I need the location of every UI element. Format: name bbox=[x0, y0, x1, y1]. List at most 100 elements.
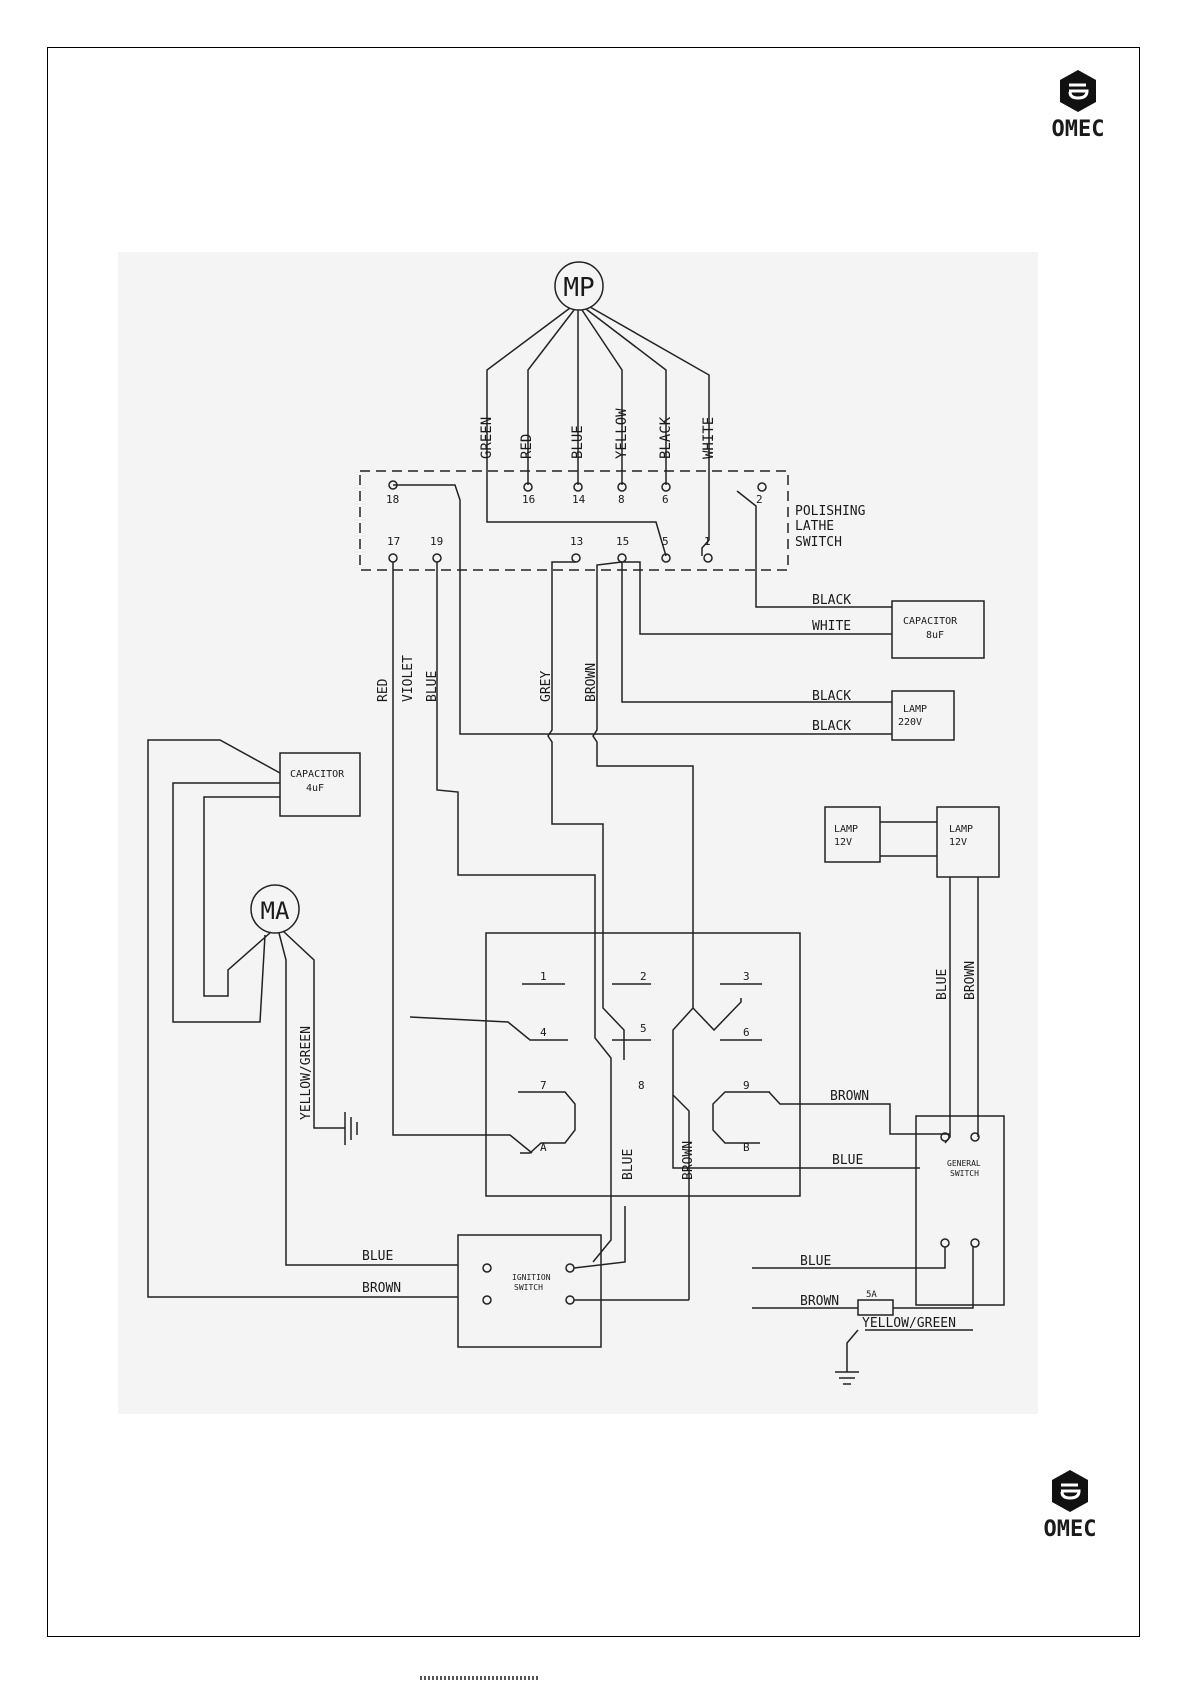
label-white-cap8: WHITE bbox=[812, 619, 851, 634]
wire-blue-selector-to-ignition bbox=[436, 562, 612, 1263]
label-blue: BLUE bbox=[570, 425, 586, 459]
label-green: GREEN bbox=[479, 417, 495, 459]
label-mains-earth: YELLOW/GREEN bbox=[862, 1316, 956, 1331]
logo-text: OMEC bbox=[1044, 1517, 1097, 1542]
label-fuse-5a: 5A bbox=[866, 1290, 877, 1300]
terminal-label-2: 2 bbox=[756, 493, 763, 506]
label-blue-mid: BLUE bbox=[425, 671, 440, 702]
selector-label-5: 5 bbox=[640, 1022, 647, 1035]
general-switch-label-2: SWITCH bbox=[950, 1169, 979, 1178]
ignition-terminal-2 bbox=[482, 1295, 492, 1305]
fuse-5a-icon bbox=[857, 1299, 894, 1316]
wire-red-to-selector-a bbox=[392, 562, 533, 1154]
wire-violet-to-terminal-4 bbox=[409, 1016, 568, 1041]
selector-switch-box bbox=[485, 932, 801, 1197]
lamp-220v-label-1: LAMP bbox=[903, 704, 927, 715]
label-blue-lamp: BLUE bbox=[935, 969, 950, 1000]
lathe-switch-label-2: LATHE bbox=[795, 519, 834, 534]
selector-label-3: 3 bbox=[743, 970, 750, 983]
polishing-lathe-switch-box bbox=[359, 470, 789, 571]
lathe-switch-label-1: POLISHING bbox=[795, 504, 866, 519]
lathe-terminal-6 bbox=[661, 482, 671, 492]
terminal-label-8: 8 bbox=[618, 493, 625, 506]
selector-label-2: 2 bbox=[640, 970, 647, 983]
label-brown-selector: BROWN bbox=[681, 1141, 696, 1180]
mp-wire-black bbox=[585, 308, 667, 485]
wire-yellow-green-to-earth bbox=[282, 930, 345, 1129]
label-yellow: YELLOW bbox=[614, 408, 630, 459]
label-violet-mid: VIOLET bbox=[401, 655, 416, 702]
general-terminal-1 bbox=[940, 1132, 950, 1142]
logo-mark-icon bbox=[1068, 83, 1089, 100]
mp-wire-white bbox=[589, 306, 710, 556]
label-red: RED bbox=[519, 434, 535, 459]
wire-capacitor-4uf-to-ma-b bbox=[203, 796, 280, 997]
capacitor-4uf-box bbox=[279, 752, 361, 817]
label-brown-to-general: BROWN bbox=[830, 1089, 869, 1104]
general-switch-label-1: GENERAL bbox=[947, 1159, 981, 1168]
terminal-label-18: 18 bbox=[386, 493, 399, 506]
lathe-terminal-14 bbox=[573, 482, 583, 492]
wire-blue-lamp-to-general bbox=[944, 877, 951, 1144]
label-brown-ignition: BROWN bbox=[362, 1281, 401, 1296]
ignition-switch-label-2: SWITCH bbox=[514, 1283, 543, 1292]
earth-ground-icon bbox=[344, 1112, 358, 1145]
selector-label-b: B bbox=[743, 1141, 750, 1154]
mains-blue-wire bbox=[752, 1247, 946, 1269]
terminal-label-5: 5 bbox=[662, 535, 669, 548]
terminal-label-15: 15 bbox=[616, 535, 629, 548]
lamp-12v-b-label-1: LAMP bbox=[949, 824, 973, 835]
wire-brown-to-selector-6-ignition bbox=[592, 561, 742, 1300]
label-mains-brown: BROWN bbox=[800, 1294, 839, 1309]
logo-mark-icon bbox=[1060, 1483, 1081, 1500]
mp-motor-circle bbox=[554, 261, 604, 311]
lathe-terminal-1 bbox=[703, 553, 713, 563]
label-black-cap8: BLACK bbox=[812, 593, 851, 608]
lamp-220v-label-2: 220V bbox=[898, 717, 922, 728]
label-yellow-green-ma: YELLOW/GREEN bbox=[299, 1026, 314, 1120]
label-brown-lamp: BROWN bbox=[963, 961, 978, 1000]
terminal-label-1: 1 bbox=[704, 535, 711, 548]
terminal-7-a-link bbox=[518, 1091, 576, 1154]
wire-black-to-lamp-220v-a bbox=[621, 562, 892, 703]
page-border bbox=[47, 47, 1140, 1637]
mp-motor-label: MP bbox=[563, 273, 594, 303]
lamp-12v-a-box bbox=[824, 806, 881, 863]
selector-label-6: 6 bbox=[743, 1026, 750, 1039]
ignition-terminal-4 bbox=[565, 1295, 575, 1305]
omec-logo-top: OMEC bbox=[1052, 70, 1105, 142]
ignition-switch-label-1: IGNITION bbox=[512, 1273, 551, 1282]
terminal-label-19: 19 bbox=[430, 535, 443, 548]
terminal-9-b-link bbox=[712, 1091, 770, 1144]
terminal-label-13: 13 bbox=[570, 535, 583, 548]
selector-terminals bbox=[409, 983, 950, 1169]
mp-wire-green bbox=[486, 307, 667, 557]
lathe-terminal-5 bbox=[661, 553, 671, 563]
logo-text: OMEC bbox=[1052, 117, 1105, 142]
terminal-label-14: 14 bbox=[572, 493, 586, 506]
wire-white-to-capacitor-8uf bbox=[623, 561, 892, 635]
label-grey-mid: GREY bbox=[539, 671, 554, 702]
label-black-lamp220-a: BLACK bbox=[812, 689, 851, 704]
lathe-switch-label-3: SWITCH bbox=[795, 535, 842, 550]
terminal-label-16: 16 bbox=[522, 493, 535, 506]
lathe-terminal-8 bbox=[617, 482, 627, 492]
capacitor-8uf-label-2: 8uF bbox=[926, 630, 944, 641]
lathe-terminal-19 bbox=[432, 553, 442, 563]
label-red-mid: RED bbox=[376, 678, 391, 702]
label-black-lamp220-b: BLACK bbox=[812, 719, 851, 734]
selector-label-4: 4 bbox=[540, 1026, 547, 1039]
mains-earth-wire bbox=[846, 1329, 973, 1372]
mp-wire-bundle bbox=[486, 306, 710, 557]
capacitor-4uf-label-1: CAPACITOR bbox=[290, 769, 345, 780]
wire-black-to-capacitor-8uf bbox=[736, 490, 892, 608]
lathe-terminal-17 bbox=[388, 553, 398, 563]
general-switch-box bbox=[915, 1115, 1005, 1306]
wire-blue-to-ignition bbox=[278, 932, 458, 1266]
selector-label-7: 7 bbox=[540, 1079, 547, 1092]
lathe-terminal-16 bbox=[523, 482, 533, 492]
selector-label-1: 1 bbox=[540, 970, 547, 983]
selector-label-9: 9 bbox=[743, 1079, 750, 1092]
general-terminal-2 bbox=[970, 1132, 980, 1142]
